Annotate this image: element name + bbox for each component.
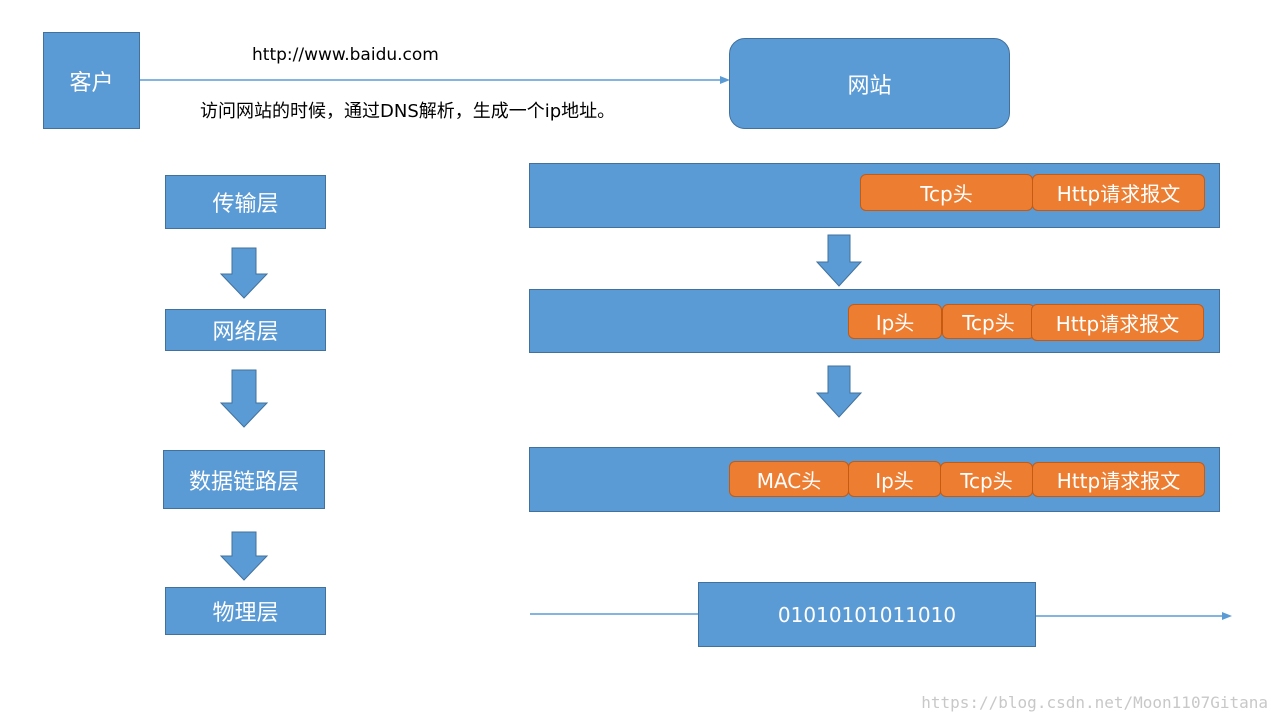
packet-transport-tcp-header: Tcp头: [860, 174, 1033, 211]
bitstream-arrowhead: [1222, 612, 1232, 620]
down-arrow-transport-network: [219, 247, 269, 299]
down-arrow-datalink-physical: [219, 531, 269, 581]
layer-physical: 物理层: [165, 587, 326, 635]
packet-network-ip-header: Ip头: [848, 304, 942, 339]
down-arrow-packet-1-2: [815, 234, 863, 287]
bitstream-box: 01010101011010: [698, 582, 1036, 647]
packet-transport-http-message: Http请求报文: [1032, 174, 1205, 211]
packet-network-http-message: Http请求报文: [1031, 304, 1204, 341]
website-box: 网站: [729, 38, 1010, 129]
packet-datalink-ip-header: Ip头: [848, 461, 941, 497]
down-arrow-packet-2-3: [815, 365, 863, 418]
bitstream-value: 01010101011010: [777, 602, 957, 627]
layer-transport-label: 传输层: [212, 192, 279, 217]
request-url: http://www.baidu.com: [252, 45, 439, 65]
client-box: 客户: [43, 32, 140, 129]
packet-network-tcp-header: Tcp头: [942, 304, 1035, 339]
packet-datalink-tcp-header: Tcp头: [940, 462, 1033, 497]
watermark: https://blog.csdn.net/Moon1107Gitana: [921, 693, 1268, 712]
client-to-website-arrowhead: [720, 76, 730, 84]
layer-network-label: 网络层: [212, 320, 279, 345]
layer-network: 网络层: [165, 309, 326, 351]
packet-datalink-http-message: Http请求报文: [1032, 462, 1205, 497]
down-arrow-network-datalink: [219, 369, 269, 428]
dns-note: 访问网站的时候，通过DNS解析，生成一个ip地址。: [200, 101, 616, 122]
layer-physical-label: 物理层: [212, 601, 279, 626]
client-label: 客户: [69, 70, 114, 96]
layer-transport: 传输层: [165, 175, 326, 229]
layer-datalink-label: 数据链路层: [188, 469, 299, 495]
website-label: 网站: [847, 73, 892, 99]
layer-datalink: 数据链路层: [163, 450, 325, 509]
packet-datalink-mac-header: MAC头: [729, 461, 849, 497]
